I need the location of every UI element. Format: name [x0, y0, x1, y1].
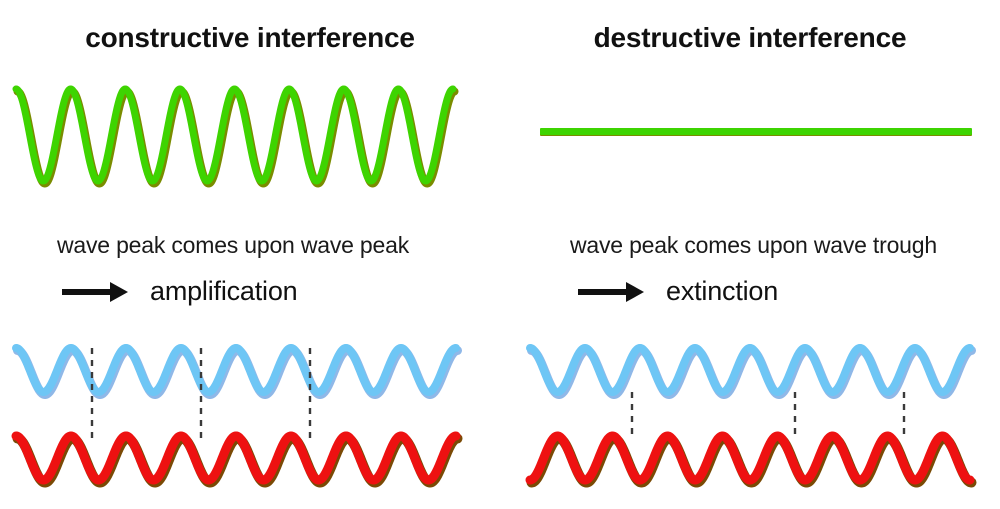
result-row-destructive: extinction [578, 276, 778, 307]
source-wave-red-destructive [525, 420, 980, 496]
source-wave-blue-constructive [12, 332, 466, 408]
caption-destructive: wave peak comes upon wave trough [570, 232, 937, 258]
result-label-extinction: extinction [666, 276, 779, 306]
result-label-amplification: amplification [150, 276, 298, 306]
resultant-wave-green-constructive [12, 78, 461, 193]
resultant-wave-green-destructive [540, 128, 972, 135]
panel-constructive: constructive interference [85, 22, 415, 53]
panel-title-destructive: destructive interference [593, 22, 907, 53]
source-wave-red-constructive [11, 420, 466, 496]
panel-destructive: destructive interference [500, 0, 1000, 509]
panel-title-constructive: constructive interference [85, 22, 415, 53]
source-wave-blue-destructive [526, 332, 980, 408]
right-arrow-icon [62, 281, 128, 302]
right-arrow-icon [578, 281, 644, 302]
result-row-constructive: amplification [62, 276, 298, 307]
caption-constructive: wave peak comes upon wave peak [57, 232, 409, 258]
